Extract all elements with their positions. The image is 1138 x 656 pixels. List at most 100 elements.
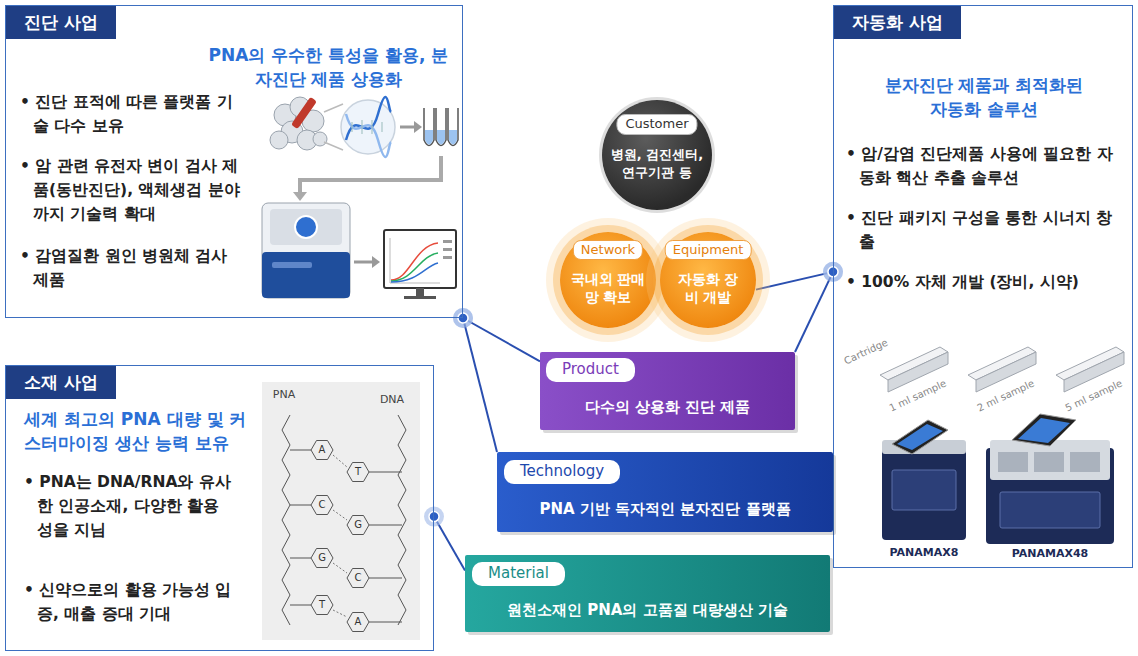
- panamax48-device-part: [986, 448, 1114, 544]
- layer-band: Material원천소재인 PNA의 고품질 대량생산 기술: [465, 555, 830, 632]
- pna-structure-part: [290, 505, 311, 506]
- node-text: 다수의 상용화 진단 제품: [540, 398, 795, 418]
- panamax8-device-part: [897, 424, 943, 450]
- business-panel: 소재 사업세계 최고의 PNA 대량 및 커스터마이징 생산 능력 보유• PN…: [5, 365, 434, 651]
- panamax8-device: [882, 420, 966, 540]
- node-text: 국내외 판매망 확보: [568, 270, 648, 306]
- process-arrow-part: [300, 156, 441, 193]
- sample-tubes-part: [436, 108, 446, 146]
- pill-label: Network: [573, 240, 643, 260]
- pna-structure-part: [398, 415, 406, 625]
- pna-structure-part: [311, 596, 333, 615]
- dna-view-part: [341, 100, 395, 154]
- connector: [453, 308, 540, 361]
- pill-label: Customer: [616, 114, 697, 135]
- product-name: PANAMAX48: [1010, 547, 1091, 560]
- sample-tubes: [424, 108, 458, 146]
- node-text: 병원, 검진센터, 연구기관 등: [609, 146, 705, 181]
- zoom-lines-part: [324, 104, 343, 112]
- panel-heading: 소재 사업: [6, 366, 116, 399]
- connector: [795, 262, 843, 352]
- base-letter: T: [355, 467, 361, 477]
- bullet-text: • 신약으로의 활용 가능성 입증, 매출 증대 기대: [24, 578, 234, 626]
- bullet-text: • 암 관련 유전자 변이 검사 제품(동반진단), 액체생검 분야까지 기술력…: [20, 154, 248, 226]
- network-circle: Network 국내외 판매망 확보: [560, 232, 656, 328]
- monitor-part: [443, 256, 452, 259]
- connector-dot-halo: [424, 507, 444, 527]
- monitor-part: [391, 253, 438, 281]
- panamax48-device: [986, 414, 1114, 544]
- pna-structure-part: [333, 563, 347, 573]
- pna-structure-part: [262, 382, 420, 640]
- pcr-instrument-part: [262, 203, 350, 298]
- pna-structure-part: [347, 463, 369, 482]
- layer-band: Product 다수의 상용화 진단 제품: [540, 352, 795, 430]
- connector: [453, 308, 497, 452]
- pna-structure-part: [290, 450, 311, 451]
- cell-cluster-part: [270, 131, 288, 149]
- monitor-part: [390, 238, 391, 283]
- product-name: PANAMAX8: [888, 546, 961, 559]
- pna-structure-part: [282, 415, 290, 625]
- dna-view-part: [352, 122, 353, 132]
- flow-arrow-part: [414, 121, 422, 133]
- bullet-text: • 감염질환 원인 병원체 검사 제품: [20, 244, 248, 292]
- pna-structure-part: [369, 578, 402, 579]
- chem-label: DNA: [378, 393, 406, 406]
- sample-tubes-part: [448, 108, 458, 146]
- base-letter: T: [319, 600, 325, 610]
- pna-structure-part: [347, 516, 369, 535]
- bullet-text: • 암/감염 진단제품 사용에 필요한 자동화 핵산 추출 솔루션: [846, 142, 1126, 190]
- customer-circle: Customer 병원, 검진센터, 연구기관 등: [602, 100, 712, 210]
- pna-structure-part: [290, 558, 311, 559]
- process-arrow: [293, 156, 441, 201]
- layer-band: TechnologyPNA 기반 독자적인 분자진단 플랫폼: [497, 452, 833, 532]
- pna-structure-part: [369, 525, 402, 526]
- business-panel: 자동화 사업분자진단 제품과 최적화된 자동화 솔루션• 암/감염 진단제품 사…: [833, 5, 1133, 568]
- cell-cluster: [270, 97, 327, 150]
- dna-view: [341, 97, 395, 157]
- base-letter: A: [355, 617, 362, 627]
- base-letter: G: [354, 520, 362, 530]
- flow-arrow: [354, 256, 380, 268]
- pill-label: Material: [472, 562, 565, 586]
- pna-structure-part: [290, 605, 311, 606]
- base-letter: A: [319, 445, 326, 455]
- pill-label: Product: [546, 358, 635, 382]
- panamax8-device-part: [882, 446, 966, 540]
- panamax48-device-part: [1000, 492, 1100, 528]
- business-panel: 진단 사업PNA의 우수한 특성을 활용, 분자진단 제품 상용화• 진단 표적…: [5, 5, 463, 318]
- monitor-part: [404, 296, 436, 299]
- panamax48-device-part: [1012, 414, 1076, 446]
- pna-structure-part: [369, 622, 402, 623]
- panamax48-device-part: [998, 452, 1028, 472]
- connector-line: [463, 318, 497, 452]
- cell-cluster-part: [291, 97, 317, 129]
- pna-structure-part: [333, 610, 347, 617]
- flow-arrow: [400, 121, 422, 133]
- pna-structure-part: [311, 441, 333, 460]
- monitor-part: [443, 248, 452, 251]
- pna-structure-part: [311, 549, 333, 568]
- connector-dot: [458, 313, 468, 323]
- flow-arrow-part: [354, 261, 372, 264]
- monitor-part: [416, 288, 424, 296]
- panel-subtitle: 세계 최고의 PNA 대량 및 커스터마이징 생산 능력 보유: [24, 408, 260, 456]
- panel-heading: 자동화 사업: [834, 6, 961, 39]
- dna-view-part: [346, 114, 391, 157]
- connector-dot-halo: [453, 308, 473, 328]
- bullet-text: • 진단 표적에 따른 플랫폼 기술 다수 보유: [20, 90, 248, 138]
- pcr-instrument-part: [270, 209, 342, 245]
- pna-structure-part: [347, 569, 369, 588]
- monitor-part: [391, 263, 438, 282]
- flow-arrow-part: [400, 126, 414, 129]
- panamax8-device-part: [892, 420, 948, 454]
- cell-cluster-part: [313, 132, 327, 146]
- monitor-part: [390, 283, 440, 284]
- pna-structure-part: [333, 510, 347, 520]
- pna-structure: [262, 382, 420, 640]
- connector: [424, 507, 465, 571]
- flow-arrow-part: [372, 256, 380, 268]
- connector-dot: [458, 313, 468, 323]
- zoom-lines: [324, 104, 343, 150]
